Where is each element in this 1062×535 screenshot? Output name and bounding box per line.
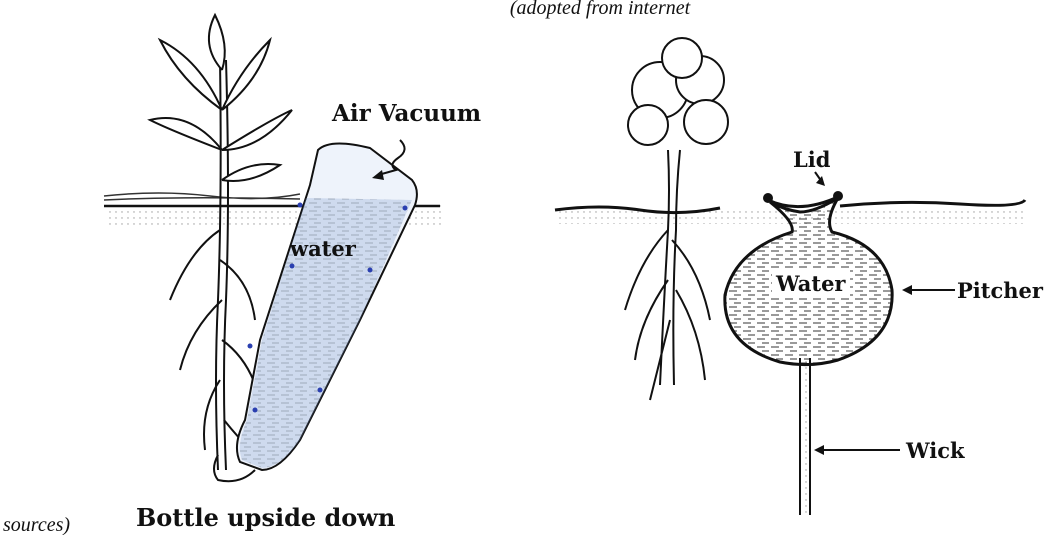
left-diagram: Air Vacuum water Bottle upside down [104,15,481,532]
caption-top: (adopted from internet [510,0,691,19]
left-ground-texture [104,193,300,200]
wick [800,358,810,515]
label-water-pitcher: Water [775,271,846,296]
caption-bottom-left: sources) [3,514,70,535]
bottle [237,143,417,470]
label-water-bottle: water [289,236,357,261]
label-wick: Wick [905,438,965,463]
label-air-vacuum: Air Vacuum [331,100,481,127]
label-lid: Lid [793,147,831,172]
label-bottle-upside-down: Bottle upside down [136,503,395,532]
label-pitcher: Pitcher [957,278,1044,303]
right-diagram: Lid Water Pitcher Wick [555,38,1044,515]
